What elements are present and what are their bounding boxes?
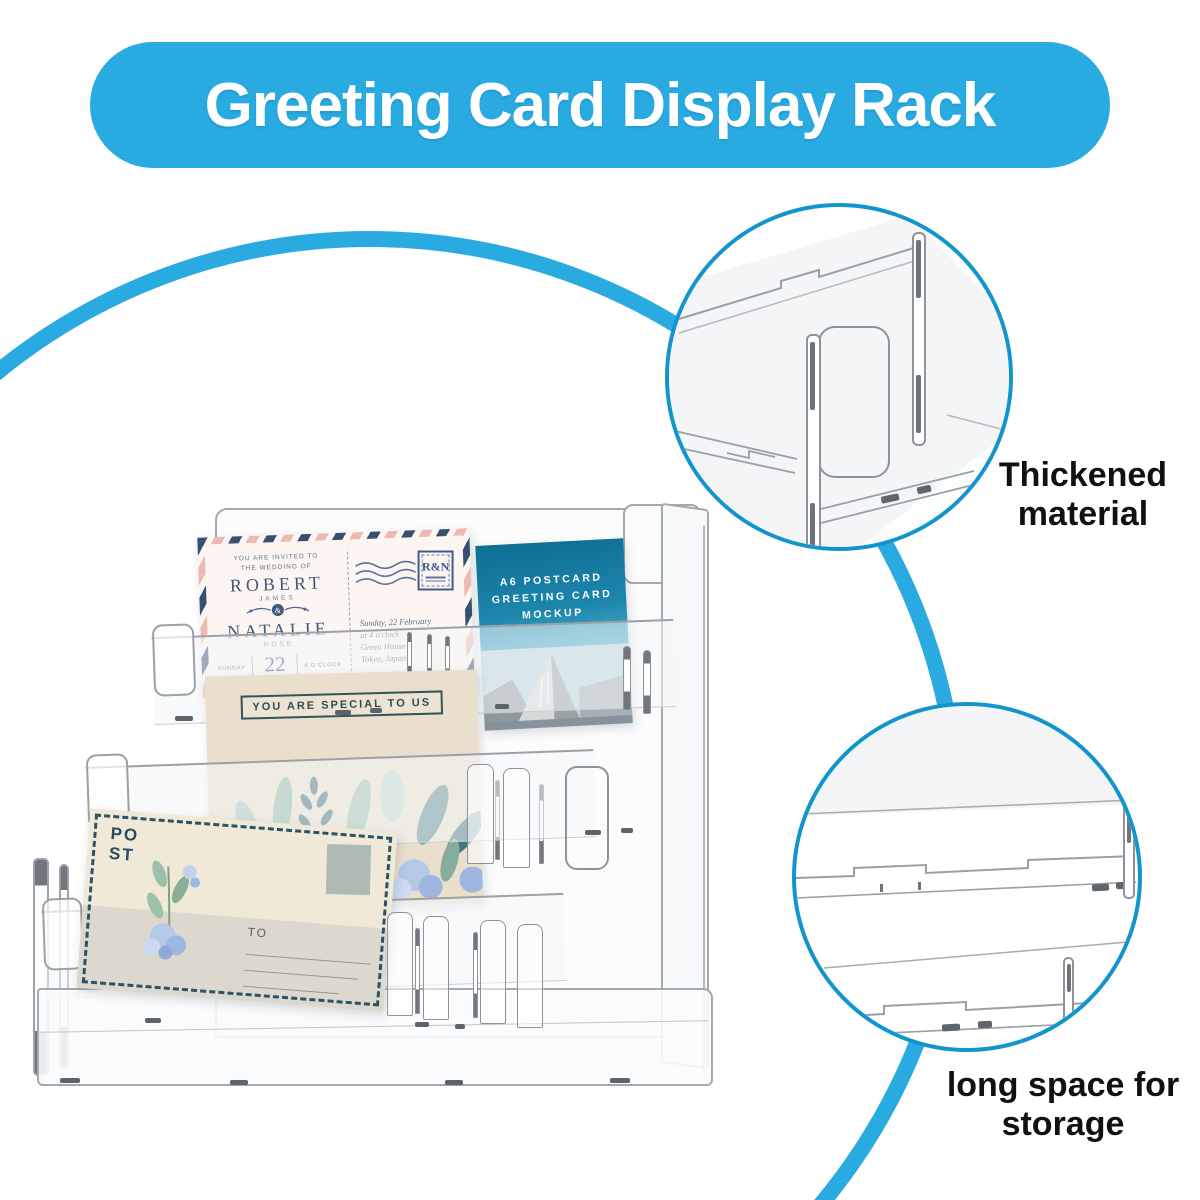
post-to-block: TO	[243, 925, 373, 997]
divider-panel	[423, 916, 449, 1020]
slot-tab	[415, 1022, 429, 1027]
slot-tab	[335, 710, 351, 715]
divider-panel	[467, 764, 494, 864]
acrylic-shelf-closeup	[796, 706, 1138, 1037]
slot-tab	[175, 716, 193, 721]
post-word: PO ST	[108, 824, 140, 866]
divider-panel	[517, 924, 543, 1028]
post-card: PO ST TO	[76, 808, 398, 1012]
stamp-graphic: R&N	[417, 550, 454, 591]
acrylic-corner-closeup	[669, 215, 1009, 547]
title-banner: Greeting Card Display Rack	[90, 42, 1110, 168]
post-word-line2: ST	[108, 843, 136, 865]
foot-tab	[230, 1080, 248, 1085]
tier1-left-tab	[151, 623, 197, 697]
foot-tab	[445, 1080, 463, 1085]
post-stamp-box	[325, 844, 372, 896]
foot-tab	[60, 1078, 80, 1083]
long-space-storage-label: long space for storage	[946, 1066, 1180, 1143]
invitation-left-half: YOU ARE INVITED TO THE WEDDING OF ROBERT…	[205, 540, 352, 691]
rack-right-side-panel	[661, 502, 709, 1070]
mockup-text: A6 POSTCARD GREETING CARD MOCKUP	[477, 568, 627, 627]
greeting-card-rack-photo: YOU ARE INVITED TO THE WEDDING OF ROBERT…	[25, 430, 725, 1150]
special-card-banner: YOU ARE SPECIAL TO US	[240, 690, 444, 720]
page-title: Greeting Card Display Rack	[204, 70, 997, 140]
stamp-line	[425, 576, 446, 578]
address-line	[245, 954, 372, 966]
slot-tab	[585, 830, 601, 835]
divider-panel	[503, 768, 530, 868]
stamp-line	[425, 579, 446, 582]
thickened-material-label: Thickened material	[998, 456, 1168, 533]
divider-panel	[480, 920, 506, 1024]
address-line	[244, 970, 359, 981]
slot-tab	[370, 708, 382, 713]
invitation-body: YOU ARE INVITED TO THE WEDDING OF ROBERT…	[204, 535, 468, 691]
laurel-icon: &	[243, 602, 313, 618]
stamp-monogram: R&N	[421, 559, 450, 574]
hydrangea-sprig	[142, 860, 201, 960]
u-divider	[565, 766, 609, 870]
callout-circle-storage	[792, 702, 1142, 1052]
slot-tab	[145, 1018, 161, 1023]
callout-circle-thickened	[665, 203, 1013, 551]
divider-pin	[473, 932, 478, 1018]
divider-pin	[415, 928, 420, 1014]
slot-tab	[455, 1024, 465, 1029]
divider-panel	[387, 912, 413, 1016]
ampersand: &	[275, 606, 282, 615]
slot-tab	[621, 828, 633, 833]
to-label: TO	[247, 925, 269, 941]
invitation-right-half: R&N Sunday, 22 February at 4 o'clock Gre…	[349, 536, 468, 686]
divider-pin	[643, 650, 651, 714]
foot-tab	[610, 1078, 630, 1083]
post-word-line1: PO	[109, 823, 140, 846]
slot-tab	[495, 704, 509, 709]
divider-pin	[623, 646, 631, 710]
postmark-icon	[355, 560, 417, 586]
wedding-invitation-card: YOU ARE INVITED TO THE WEDDING OF ROBERT…	[197, 528, 475, 698]
